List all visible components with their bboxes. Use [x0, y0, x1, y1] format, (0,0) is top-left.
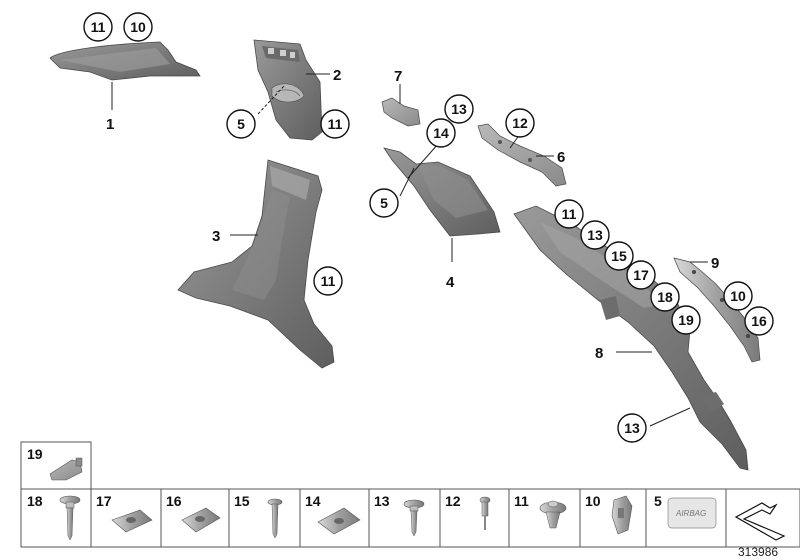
svg-text:18: 18: [657, 289, 673, 305]
speed-nut-icon: [181, 507, 221, 533]
ring-12: 12: [505, 108, 535, 138]
svg-text:19: 19: [678, 312, 694, 328]
screw-washer-icon: [59, 495, 81, 541]
callout-9: 9: [711, 255, 719, 272]
part-1-trim: [49, 41, 201, 110]
svg-text:5: 5: [237, 116, 245, 132]
ring-16: 16: [744, 306, 774, 336]
legend-number-16: 16: [166, 493, 182, 509]
legend-number-11: 11: [514, 493, 529, 509]
svg-text:11: 11: [328, 116, 343, 132]
ring-11-top: 11: [83, 12, 113, 42]
legend-number-14: 14: [305, 493, 321, 509]
callout-8: 8: [595, 345, 603, 362]
ring-11-part2: 11: [320, 109, 350, 139]
ring-10-part9: 10: [723, 281, 753, 311]
part-7-bracket: [381, 84, 421, 127]
svg-text:13: 13: [624, 420, 640, 436]
callout-2: 2: [333, 67, 341, 84]
airbag-emblem-icon: AIRBAG: [667, 497, 717, 529]
ring-11-part3: 11: [313, 266, 343, 296]
callout-4: 4: [446, 274, 455, 291]
legend-number-13: 13: [374, 493, 390, 509]
callout-6: 6: [557, 149, 565, 166]
part-3-trim: [177, 159, 335, 369]
svg-text:5: 5: [380, 195, 388, 211]
svg-text:11: 11: [562, 206, 577, 222]
ring-13-part8: 13: [580, 220, 610, 250]
legend-number-17: 17: [96, 493, 112, 509]
svg-text:AIRBAG: AIRBAG: [675, 509, 706, 518]
clip-icon: [611, 495, 633, 535]
speed-nut-icon: [317, 507, 361, 535]
part-4-trim: [383, 143, 501, 262]
callout-3: 3: [212, 228, 220, 245]
svg-text:14: 14: [433, 125, 449, 141]
blind-rivet-icon: [479, 496, 491, 530]
ring-19: 19: [671, 305, 701, 335]
svg-text:13: 13: [451, 101, 467, 117]
legend-number-15: 15: [234, 493, 250, 509]
svg-text:10: 10: [730, 288, 746, 304]
callout-7: 7: [394, 68, 402, 85]
screw-icon: [267, 498, 283, 539]
part-9-rail: [673, 257, 761, 363]
legend-number-12: 12: [445, 493, 461, 509]
svg-text:17: 17: [633, 267, 649, 283]
ring-18: 18: [650, 282, 680, 312]
clip-bracket-icon: [49, 457, 83, 481]
expanding-rivet-icon: [539, 500, 567, 529]
legend-number-19: 19: [27, 446, 43, 462]
callout-1: 1: [106, 116, 114, 133]
ring-15: 15: [604, 241, 634, 271]
svg-text:15: 15: [611, 248, 627, 264]
svg-text:11: 11: [321, 273, 336, 289]
svg-text:10: 10: [130, 19, 146, 35]
legend-number-10: 10: [585, 493, 601, 509]
speed-nut-icon: [111, 509, 153, 533]
part-6-rail: [477, 123, 567, 187]
reference-number: 313986: [738, 545, 778, 559]
svg-text:11: 11: [91, 19, 106, 35]
ring-17: 17: [626, 260, 656, 290]
ring-11-part8: 11: [554, 199, 584, 229]
legend-number-18: 18: [27, 493, 43, 509]
parts-legend: 19 18 17 16 15: [20, 441, 800, 548]
ring-5-part4: 5: [369, 188, 399, 218]
svg-text:16: 16: [751, 313, 767, 329]
ring-10-top: 10: [123, 12, 153, 42]
ring-13-bottom: 13: [617, 413, 647, 443]
svg-text:12: 12: [512, 115, 528, 131]
ring-14: 14: [426, 118, 456, 148]
svg-text:13: 13: [587, 227, 603, 243]
arrow-symbol-icon: [734, 502, 786, 541]
ring-5-part2: 5: [226, 109, 256, 139]
callouts: 1 2 3 4 6 7 8 9 11 10 5 11 11 13: [83, 12, 774, 443]
part-2-trim: [253, 39, 330, 141]
legend-number-5: 5: [654, 493, 662, 509]
screw-washer-icon: [403, 499, 425, 537]
ring-13-part4: 13: [444, 94, 474, 124]
